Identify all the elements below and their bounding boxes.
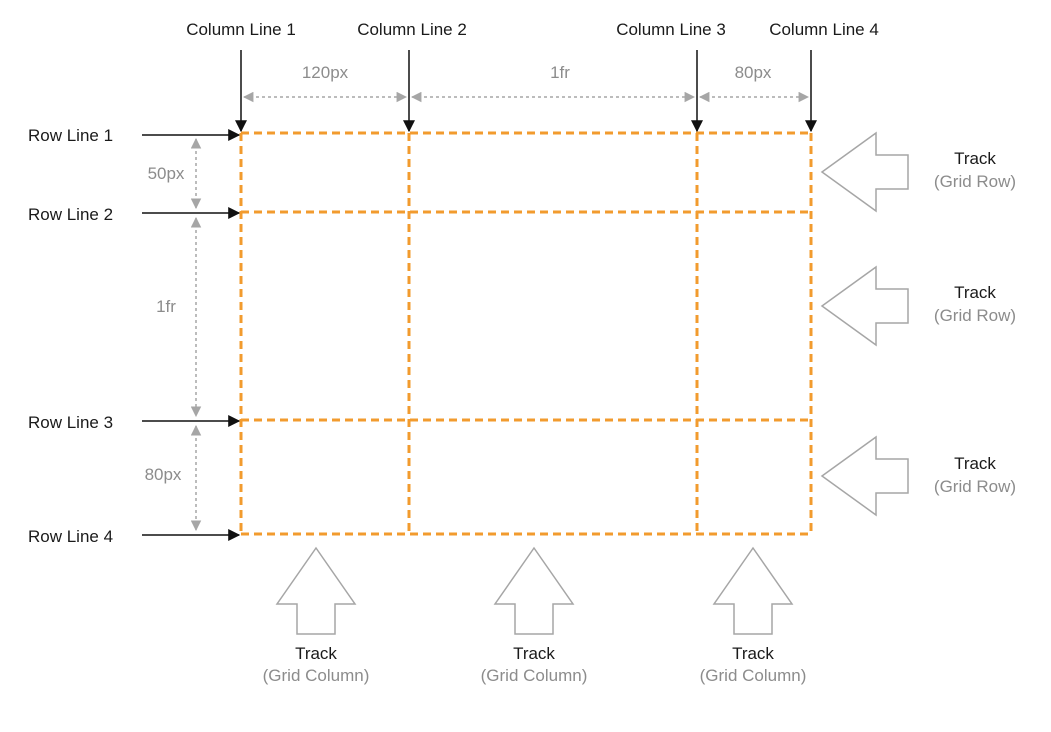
column-size-label-1: 120px [302,63,349,82]
row-track-arrow-icon-1 [820,131,909,213]
row-size-label-2: 1fr [156,297,176,316]
row-line-label-3: Row Line 3 [28,413,113,432]
row-track-title-3: Track [954,454,996,473]
row-size-label-1: 50px [148,164,185,183]
row-line-label-2: Row Line 2 [28,205,113,224]
column-size-label-3: 80px [735,63,772,82]
column-track-title-3: Track [732,644,774,663]
row-tracks: Track (Grid Row) Track (Grid Row) Track … [820,131,1016,517]
column-track-subtitle-1: (Grid Column) [263,666,370,685]
row-track-title-1: Track [954,149,996,168]
grid-lines [239,131,813,536]
row-line-label-1: Row Line 1 [28,126,113,145]
row-track-subtitle-3: (Grid Row) [934,477,1016,496]
row-track-subtitle-1: (Grid Row) [934,172,1016,191]
column-size-dimensions: 120px 1fr 80px [242,63,810,103]
column-line-labels: Column Line 1 Column Line 2 Column Line … [186,20,879,133]
column-track-arrow-icon-2 [493,546,575,635]
row-line-label-4: Row Line 4 [28,527,113,546]
column-tracks: Track (Grid Column) Track (Grid Column) … [263,546,807,685]
column-track-title-2: Track [513,644,555,663]
column-line-label-2: Column Line 2 [357,20,467,39]
row-track-arrow-icon-3 [820,435,909,517]
column-track-arrow-icon-1 [275,546,357,635]
row-line-labels: Row Line 1 Row Line 2 Row Line 3 Row Lin… [28,126,241,546]
row-track-arrow-icon-2 [820,265,909,347]
column-track-subtitle-3: (Grid Column) [700,666,807,685]
row-track-subtitle-2: (Grid Row) [934,306,1016,325]
row-size-dimensions: 50px 1fr 80px [145,137,202,532]
row-size-label-3: 80px [145,465,182,484]
column-track-title-1: Track [295,644,337,663]
column-line-label-4: Column Line 4 [769,20,879,39]
column-line-label-1: Column Line 1 [186,20,296,39]
column-line-label-3: Column Line 3 [616,20,726,39]
row-track-title-2: Track [954,283,996,302]
column-size-label-2: 1fr [550,63,570,82]
column-track-subtitle-2: (Grid Column) [481,666,588,685]
column-track-arrow-icon-3 [712,546,794,635]
